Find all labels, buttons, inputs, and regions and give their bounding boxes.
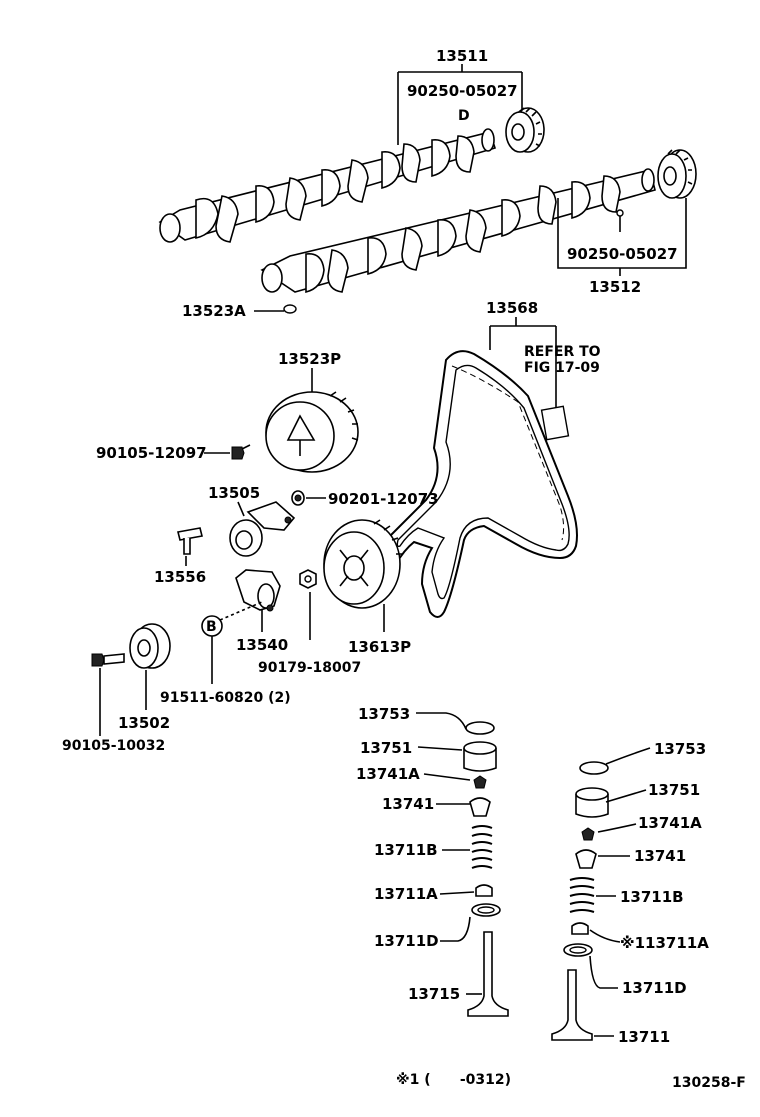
- idler-pulley-13502: [129, 623, 171, 669]
- right-label-113711A: ※113711A: [620, 934, 709, 952]
- nut-90179-18007: [299, 569, 317, 589]
- bolt-90105-12097: [231, 444, 251, 460]
- tensioner-13540: [235, 569, 281, 612]
- right-label-13711D: 13711D: [622, 979, 687, 997]
- cam-pulley: [265, 391, 359, 473]
- circle-b-marker: B: [206, 619, 217, 635]
- label-90201-12073: 90201-12073: [328, 490, 439, 508]
- camshaft-upper: [158, 107, 545, 243]
- left-label-13753: 13753: [358, 705, 410, 723]
- label-13556: 13556: [154, 568, 206, 586]
- label-13511: 13511: [436, 47, 488, 65]
- left-label-13751: 13751: [360, 739, 412, 757]
- label-13523P: 13523P: [278, 350, 341, 368]
- label-13512: 13512: [589, 278, 641, 296]
- right-label-13751: 13751: [648, 781, 700, 799]
- left-label-13711D: 13711D: [374, 932, 439, 950]
- figure-id: 130258-F: [672, 1075, 746, 1091]
- label-91511-60820: 91511-60820 (2): [160, 690, 291, 706]
- right-label-13741A: 13741A: [638, 814, 702, 832]
- timing-belt: [379, 350, 578, 618]
- label-90105-10032: 90105-10032: [62, 738, 165, 754]
- right-label-13741: 13741: [634, 847, 686, 865]
- label-90179-18007: 90179-18007: [258, 660, 361, 676]
- valve-stack-right: 13753 13751 13741A 13741 13711B ※113711A…: [551, 740, 709, 1046]
- bolt-13556: [177, 527, 203, 555]
- camshaft-lower: [260, 149, 697, 294]
- label-13568: 13568: [486, 299, 538, 317]
- left-label-13715: 13715: [408, 985, 460, 1003]
- footnote: ※1 ( -0312): [396, 1072, 511, 1088]
- crank-pulley-13613P: [323, 519, 402, 609]
- right-label-13711: 13711: [618, 1028, 670, 1046]
- label-refer-to: REFER TO: [524, 344, 601, 360]
- label-fig-17-09: FIG 17-09: [524, 360, 600, 376]
- right-label-13753: 13753: [654, 740, 706, 758]
- label-13502: 13502: [118, 714, 170, 732]
- label-90250-05027-lower: 90250-05027: [567, 245, 678, 263]
- label-13613P: 13613P: [348, 638, 411, 656]
- valve-stack-left: 13753 13751 13741A 13741 13711B 13711A 1…: [356, 705, 509, 1017]
- label-13540: 13540: [236, 636, 288, 654]
- idler-13505: [229, 501, 296, 557]
- left-label-13741A: 13741A: [356, 765, 420, 783]
- label-90105-12097: 90105-12097: [96, 444, 207, 462]
- bolt-90105-10032: [91, 653, 125, 667]
- left-label-13741: 13741: [382, 795, 434, 813]
- left-label-13711B: 13711B: [374, 841, 438, 859]
- right-label-13711B: 13711B: [620, 888, 684, 906]
- cam-gear-upper: [505, 107, 545, 153]
- label-13505: 13505: [208, 484, 260, 502]
- circle-d-upper: D: [458, 108, 470, 124]
- left-label-13711A: 13711A: [374, 885, 438, 903]
- label-90250-05027-upper: 90250-05027: [407, 82, 518, 100]
- cam-gear-lower: [657, 149, 697, 199]
- label-13523A: 13523A: [182, 302, 246, 320]
